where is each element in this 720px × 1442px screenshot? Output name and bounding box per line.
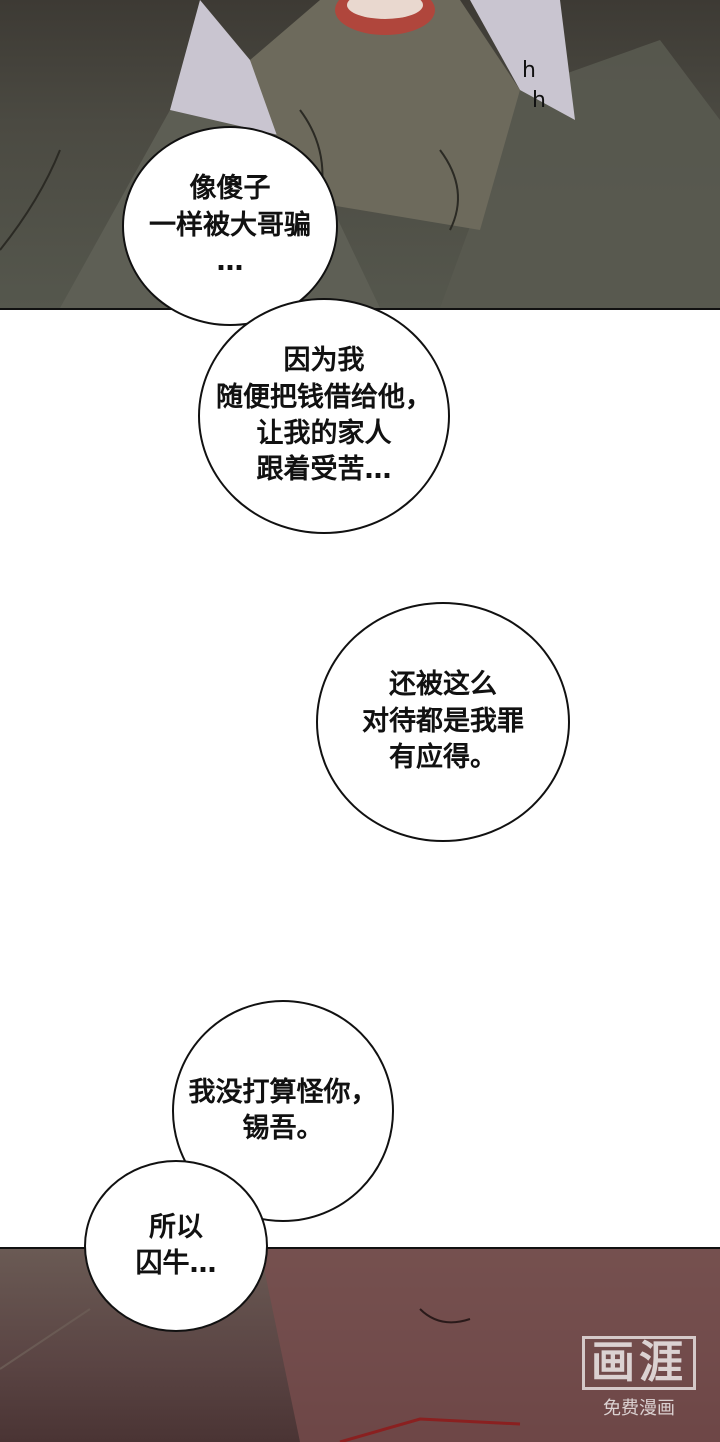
speech-text: 还被这么 对待都是我罪 有应得。 — [362, 669, 524, 774]
top-panel: h h — [0, 0, 720, 310]
speech-bubble: 还被这么 对待都是我罪 有应得。 — [316, 602, 570, 842]
top-panel-art — [0, 0, 720, 308]
speech-bubble: 因为我 随便把钱借给他， 让我的家人 跟着受苦… — [198, 298, 450, 534]
sfx-mark: h — [532, 88, 546, 113]
watermark-subtitle: 免费漫画 — [603, 1398, 675, 1419]
watermark-logo: 画涯 免费漫画 — [582, 1335, 696, 1420]
bottom-panel-art — [0, 1249, 720, 1442]
watermark-mark: 画涯 — [582, 1335, 696, 1390]
speech-bubble: 所以 囚牛… — [84, 1160, 268, 1332]
speech-text: 所以 囚牛… — [135, 1211, 217, 1279]
speech-bubble: 像傻子 一样被大哥骗 … — [122, 126, 338, 326]
bottom-panel: 画涯 免费漫画 — [0, 1247, 720, 1442]
speech-text: 像傻子 一样被大哥骗 … — [149, 173, 311, 278]
sfx-mark: h — [522, 58, 536, 83]
speech-text: 因为我 随便把钱借给他， 让我的家人 跟着受苦… — [216, 345, 432, 486]
speech-text: 我没打算怪你， 锡吾。 — [188, 1076, 378, 1144]
